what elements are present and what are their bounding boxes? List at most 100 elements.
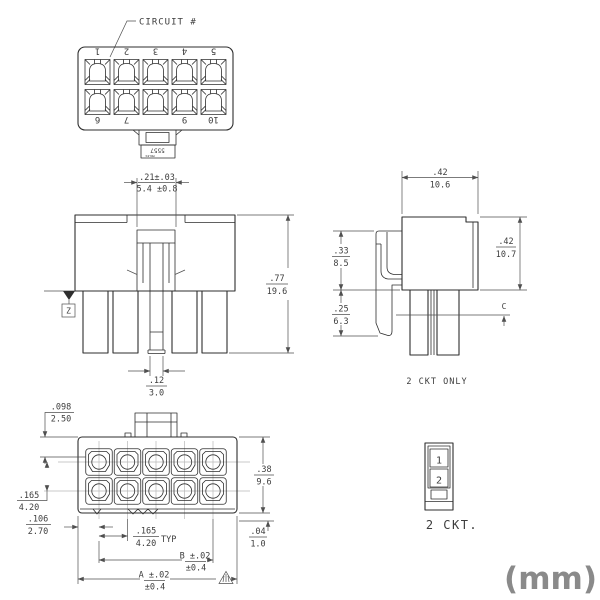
svg-text:3.0: 3.0 — [149, 389, 164, 399]
two-ckt-cavity-1 — [429, 448, 449, 468]
cavity-5 — [201, 60, 226, 85]
svg-text:4.20: 4.20 — [19, 503, 39, 513]
svg-text:±0.4: ±0.4 — [145, 583, 165, 593]
dim-depth: .42 10.6 — [401, 168, 479, 214]
circuit-number: 9 — [182, 114, 187, 124]
svg-text:.098: .098 — [51, 403, 71, 413]
svg-text:10.7: 10.7 — [496, 250, 516, 260]
cavity-8 — [143, 90, 168, 115]
circuit-number: 7 — [124, 114, 129, 124]
cavity-1 — [85, 60, 110, 85]
latch-beam — [147, 243, 166, 354]
svg-text:.04: .04 — [250, 527, 265, 537]
circuit-number: 10 — [208, 114, 219, 124]
centerlines — [44, 441, 250, 519]
svg-text:10.6: 10.6 — [430, 181, 450, 191]
circuit-number: 1 — [95, 46, 100, 56]
svg-text:4.20: 4.20 — [136, 539, 156, 549]
svg-text:2.50: 2.50 — [51, 415, 71, 425]
latch-channel — [136, 243, 176, 291]
svg-text:.12: .12 — [149, 376, 164, 386]
units-note: (mm) — [504, 561, 597, 597]
top-slots — [75, 215, 235, 223]
cavity-4 — [172, 60, 197, 85]
svg-text:.21±.03: .21±.03 — [139, 173, 175, 183]
svg-text:.33: .33 — [333, 247, 348, 257]
svg-text:A ±.02: A ±.02 — [139, 571, 170, 581]
cavity-6 — [85, 90, 110, 115]
bottom-latch-tab — [124, 412, 188, 437]
part-number: 5557 — [150, 147, 165, 154]
datum-z-label: Z — [66, 307, 71, 316]
bottom-view: .098 2.50 .165 4.20 .106 2.70 .165 — [17, 403, 274, 593]
svg-text:.106: .106 — [28, 515, 48, 525]
ramp-marks — [126, 269, 186, 275]
side-body — [401, 216, 479, 291]
cavity-9 — [172, 90, 197, 115]
two-ckt-view: 1 2 2 CKT. — [424, 442, 478, 532]
svg-text:.77: .77 — [269, 274, 284, 284]
svg-text:B ±.02: B ±.02 — [180, 552, 211, 562]
dim-cavity-height: .38 9.6 — [239, 436, 274, 514]
side-view: C .42 10.6 .42 10.7 .33 8.5 — [332, 168, 527, 387]
svg-text:8.5: 8.5 — [333, 259, 348, 269]
dim-edge-to-first: .106 2.70 — [26, 515, 113, 537]
dim-b: B ±.02 ±0.4 — [98, 519, 214, 574]
front-view: Z .21±.03 5.4 ±0.8 .77 19.6 .12 — [44, 173, 294, 399]
circuit-number: 4 — [182, 46, 187, 56]
ref-c-label: C — [502, 302, 507, 311]
top-view-latch: 5557 MOLEX — [132, 129, 183, 159]
svg-text:9.6: 9.6 — [256, 478, 271, 488]
two-ckt-number: 1 — [436, 456, 442, 467]
circuit-number: 5 — [211, 46, 216, 56]
side-leg — [409, 289, 429, 356]
circuit-leader-line — [109, 20, 136, 58]
dim-a: A ±.02 ±0.4 — [77, 516, 238, 593]
dim-row-pitch: .165 4.20 — [17, 461, 50, 513]
svg-text:6.3: 6.3 — [333, 317, 348, 327]
two-ckt-caption: 2 CKT. — [426, 518, 478, 532]
circuit-number: 2 — [124, 46, 129, 56]
cavity-2 — [114, 60, 139, 85]
dim-latch-lower: .25 6.3 — [332, 289, 378, 337]
top-view: CIRCUIT # 1 2 3 4 5 6 7 9 10 5557 MOLEX — [77, 18, 234, 159]
svg-text:.165: .165 — [136, 527, 156, 537]
dim-latch-upper: .33 8.5 — [332, 230, 400, 291]
side-caption: 2 CKT ONLY — [406, 377, 467, 387]
datum-z: Z — [44, 290, 76, 318]
side-latch — [375, 230, 402, 336]
bottom-body — [77, 436, 238, 514]
two-ckt-cavity-2 — [429, 468, 449, 488]
break-marks — [92, 508, 159, 515]
typ-label: TYP — [161, 535, 176, 545]
svg-text:.25: .25 — [333, 305, 348, 315]
latch-bridge — [136, 229, 176, 244]
cavity-10 — [201, 90, 226, 115]
two-ckt-body — [424, 442, 454, 511]
svg-text:.42: .42 — [432, 168, 447, 178]
two-ckt-number: 2 — [436, 476, 442, 487]
svg-text:.38: .38 — [256, 465, 271, 475]
dim-overall-height: .77 19.6 — [229, 214, 294, 354]
dim-beam-width: .12 3.0 — [128, 356, 185, 399]
circuit-header-label: CIRCUIT # — [139, 18, 197, 28]
svg-text:.165: .165 — [19, 491, 39, 501]
dim-standoff: .04 1.0 — [239, 520, 274, 550]
front-body — [74, 214, 236, 292]
dim-edge-offset: .098 2.50 — [40, 403, 86, 464]
svg-text:5.4 ±0.8: 5.4 ±0.8 — [137, 185, 178, 195]
two-ckt-latch — [430, 489, 448, 500]
dim-latch-width: .21±.03 5.4 ±0.8 — [124, 173, 189, 227]
dim-circuit-pitch: .165 4.20 TYP — [98, 519, 176, 549]
circuit-number: 6 — [95, 114, 100, 124]
leg — [171, 290, 198, 354]
note-flag-triangle — [218, 570, 234, 584]
brand-mark: MOLEX — [145, 154, 154, 158]
circuit-number: 3 — [153, 46, 158, 56]
side-leg — [436, 289, 460, 356]
dim-height: .42 10.7 — [480, 216, 527, 291]
cavity-3 — [143, 60, 168, 85]
svg-text:.42: .42 — [498, 237, 513, 247]
